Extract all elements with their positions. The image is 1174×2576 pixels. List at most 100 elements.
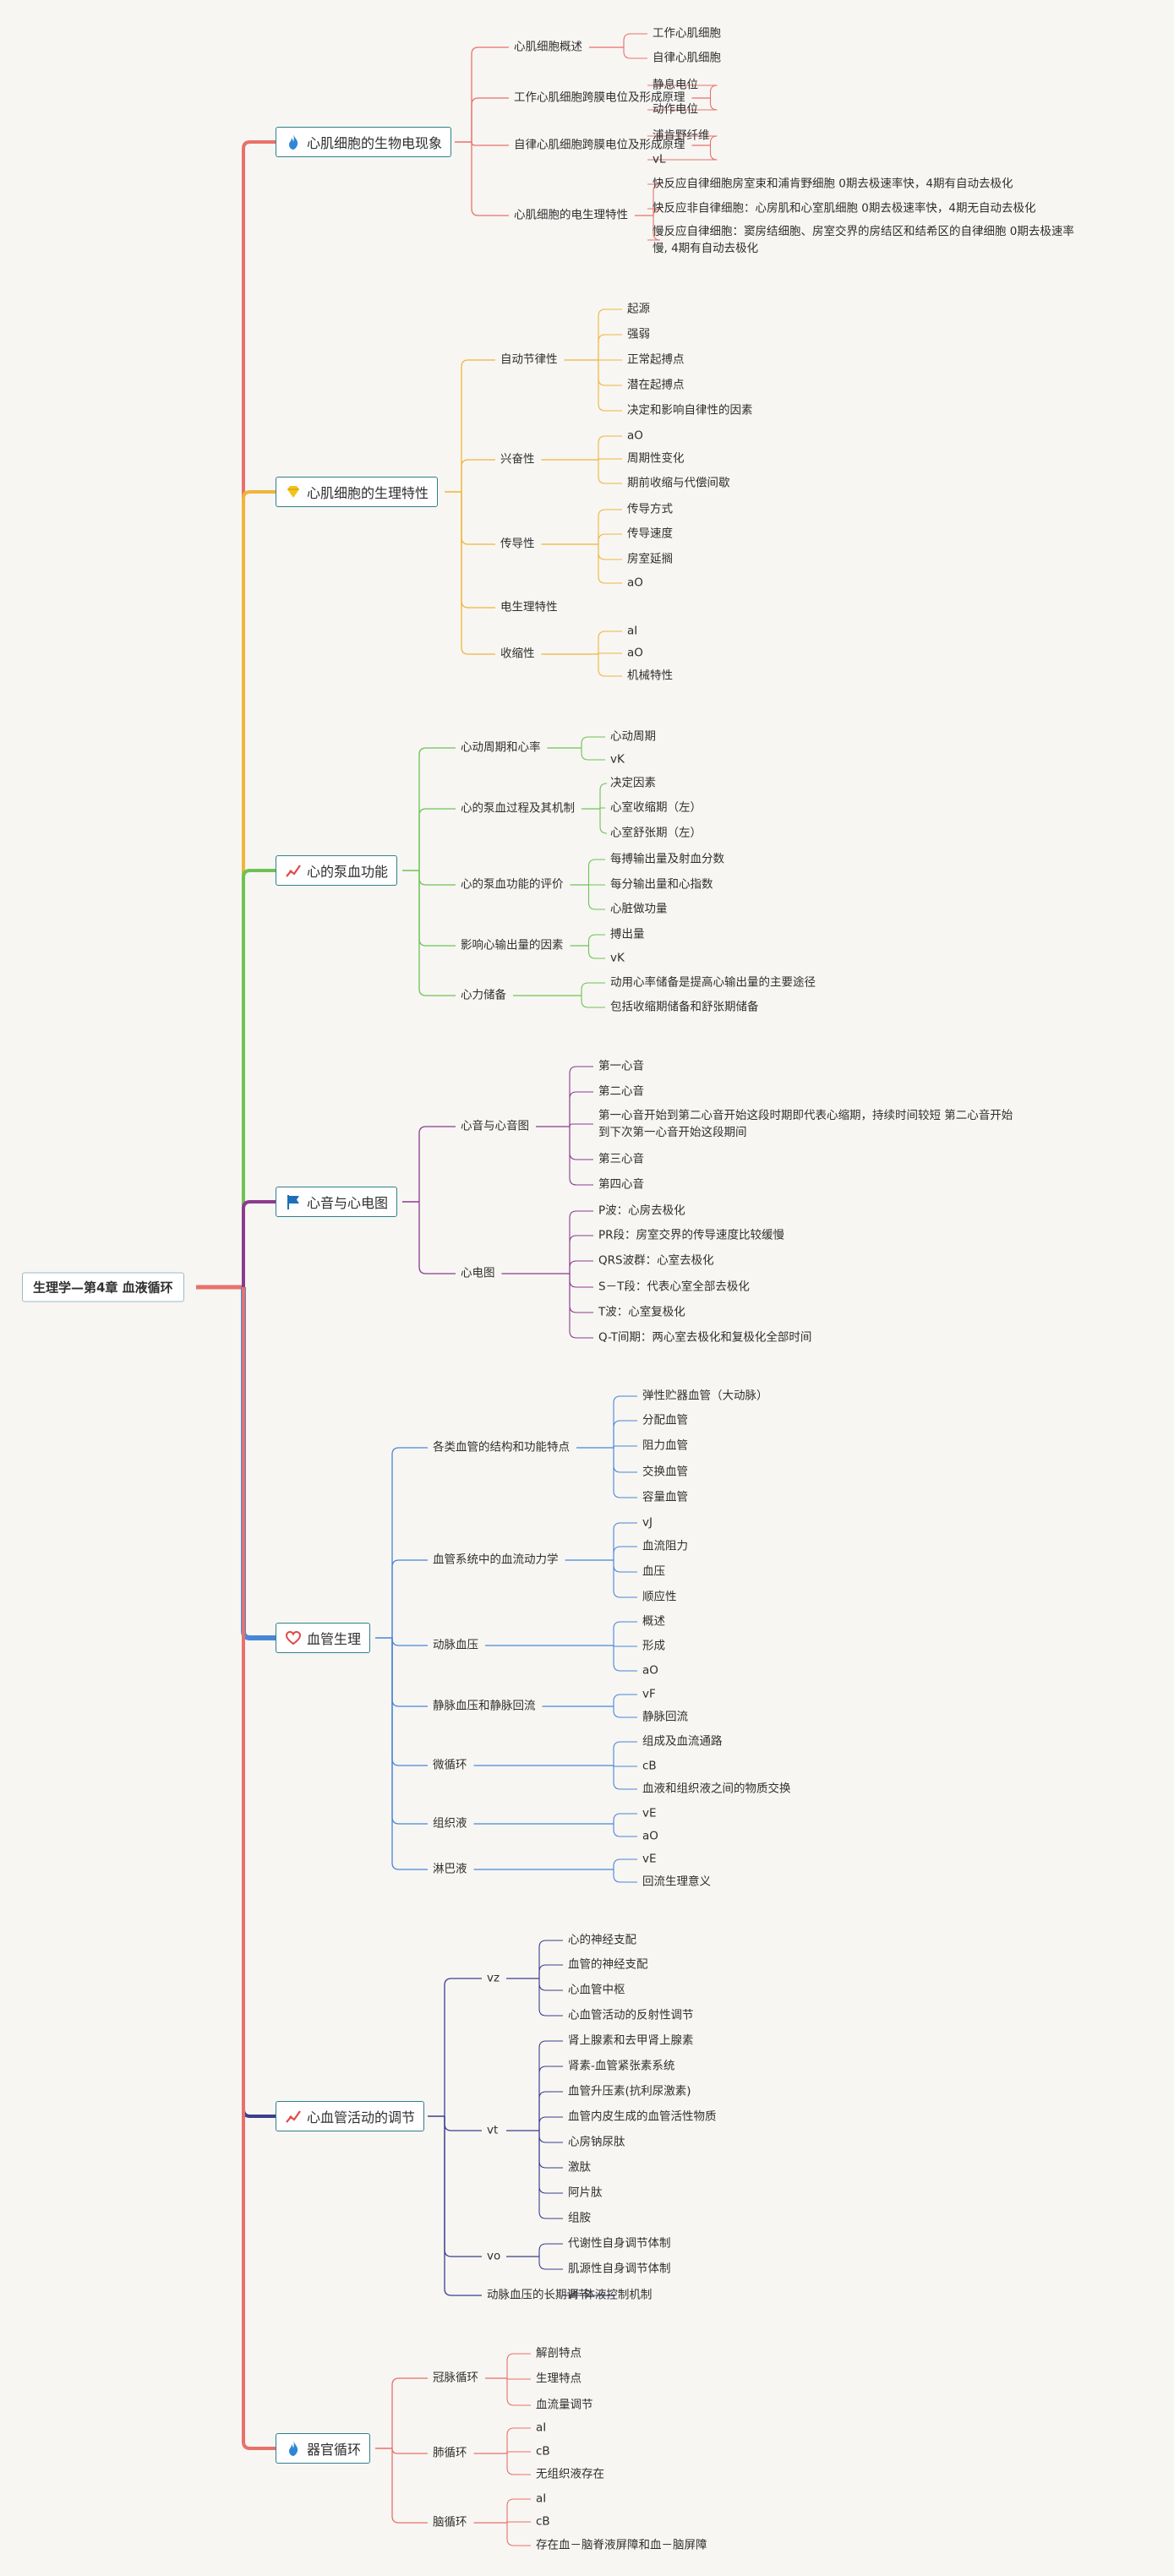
subtopic[interactable]: 各类血管的结构和功能特点 (433, 1440, 570, 1454)
leaf-item[interactable]: aO (627, 428, 643, 443)
subtopic[interactable]: 血管系统中的血流动力学 (433, 1553, 559, 1567)
main-topic-6[interactable]: 心血管活动的调节 (276, 2101, 425, 2131)
leaf-item[interactable]: 顺应性 (642, 1590, 677, 1604)
leaf-item[interactable]: cB (642, 1759, 657, 1773)
leaf-item[interactable]: cB (536, 2514, 550, 2529)
leaf-item[interactable]: 房室延搁 (627, 552, 673, 566)
subtopic[interactable]: 工作心肌细胞跨膜电位及形成原理 (514, 90, 685, 105)
leaf-item[interactable]: 心血管中枢 (568, 1983, 625, 1997)
leaf-item[interactable]: vE (642, 1806, 657, 1820)
leaf-item[interactable]: 心房钠尿肽 (568, 2135, 625, 2149)
root-node[interactable]: 生理学—第4章 血液循环 (22, 1272, 184, 1302)
subtopic[interactable]: 心肌细胞概述 (514, 40, 582, 54)
leaf-item[interactable]: 期前收缩与代偿间歇 (627, 476, 730, 490)
leaf-item[interactable]: 肾上腺素和去甲肾上腺素 (568, 2033, 694, 2048)
leaf-item[interactable]: 心室舒张期（左） (610, 826, 702, 840)
subtopic[interactable]: 心的泵血过程及其机制 (461, 801, 575, 816)
subtopic[interactable]: 传导性 (500, 537, 535, 551)
leaf-item[interactable]: aO (642, 1663, 658, 1678)
main-topic-2[interactable]: 心肌细胞的生理特性 (276, 477, 439, 507)
leaf-item[interactable]: 阿片肽 (568, 2186, 603, 2200)
leaf-item[interactable]: 分配血管 (642, 1413, 688, 1427)
leaf-item[interactable]: 决定因素 (610, 776, 656, 790)
main-topic-7[interactable]: 器官循环 (276, 2433, 371, 2464)
leaf-item[interactable]: 搏出量 (610, 927, 645, 941)
leaf-item[interactable]: 自律心肌细胞 (653, 51, 721, 65)
leaf-item[interactable]: vE (642, 1852, 657, 1866)
leaf-item[interactable]: 容量血管 (642, 1490, 688, 1504)
subtopic[interactable]: 肺循环 (433, 2446, 467, 2460)
leaf-item[interactable]: 血液和组织液之间的物质交换 (642, 1782, 791, 1796)
leaf-item[interactable]: 肌源性自身调节体制 (568, 2262, 671, 2276)
leaf-item[interactable]: 形成 (642, 1639, 665, 1653)
main-topic-3[interactable]: 心的泵血功能 (276, 855, 398, 886)
leaf-item[interactable]: 心动周期 (610, 729, 656, 744)
leaf-item[interactable]: 第一心音开始到第二心音开始这段时期即代表心缩期，持续时间较短 第二心音开始到下次… (598, 1109, 1013, 1139)
subtopic[interactable]: 冠脉循环 (433, 2371, 478, 2385)
leaf-item[interactable]: 包括收缩期储备和舒张期储备 (610, 1000, 759, 1014)
subtopic[interactable]: 静脉血压和静脉回流 (433, 1699, 536, 1713)
leaf-item[interactable]: 血管的神经支配 (568, 1957, 648, 1972)
leaf-item[interactable]: 潜在起搏点 (627, 378, 685, 392)
main-topic-5[interactable]: 血管生理 (276, 1623, 371, 1653)
leaf-item[interactable]: PR段：房室交界的传导速度比较缓慢 (598, 1228, 785, 1242)
leaf-item[interactable]: aO (627, 646, 643, 660)
subtopic[interactable]: 动脉血压 (433, 1638, 478, 1652)
leaf-item[interactable]: 血流量调节 (536, 2398, 593, 2412)
leaf-item[interactable]: 快反应非自律细胞：心房肌和心室肌细胞 0期去极速率快，4期无自动去极化 (653, 201, 1036, 216)
leaf-item[interactable]: 每搏输出量及射血分数 (610, 852, 724, 866)
leaf-item[interactable]: 血管升压素(抗利尿激素) (568, 2084, 691, 2098)
leaf-item[interactable]: 存在血－脑脊液屏障和血－脑屏障 (536, 2538, 707, 2552)
leaf-item[interactable]: aI (536, 2420, 547, 2435)
leaf-item[interactable]: 动用心率储备是提高心输出量的主要途径 (610, 975, 816, 990)
leaf-item[interactable]: cB (536, 2444, 550, 2459)
leaf-item[interactable]: 第三心音 (598, 1152, 644, 1166)
leaf-item[interactable]: 交换血管 (642, 1465, 688, 1479)
leaf-item[interactable]: P波：心房去极化 (598, 1203, 685, 1218)
subtopic[interactable]: 脑循环 (433, 2515, 467, 2530)
leaf-item[interactable]: 激肽 (568, 2160, 591, 2175)
leaf-item[interactable]: 浦肯野纤维 (653, 128, 710, 143)
leaf-item[interactable]: 回流生理意义 (642, 1875, 711, 1889)
subtopic[interactable]: 心音与心音图 (461, 1119, 529, 1133)
subtopic[interactable]: 动脉血压的长期调节 (487, 2288, 590, 2302)
subtopic[interactable]: 自动节律性 (500, 352, 558, 367)
leaf-item[interactable]: 解剖特点 (536, 2346, 582, 2360)
leaf-item[interactable]: 心血管活动的反射性调节 (568, 2008, 694, 2022)
leaf-item[interactable]: aI (536, 2491, 547, 2506)
subtopic[interactable]: 微循环 (433, 1758, 467, 1772)
leaf-item[interactable]: aO (627, 576, 643, 590)
leaf-item[interactable]: 心室收缩期（左） (610, 800, 702, 815)
leaf-item[interactable]: 肾-体液控制机制 (568, 2288, 653, 2302)
leaf-item[interactable]: 无组织液存在 (536, 2467, 604, 2481)
subtopic[interactable]: 心动周期和心率 (461, 740, 541, 755)
leaf-item[interactable]: vJ (642, 1515, 653, 1530)
subtopic[interactable]: 自律心肌细胞跨膜电位及形成原理 (514, 138, 685, 152)
leaf-item[interactable]: 动作电位 (653, 102, 698, 117)
leaf-item[interactable]: QRS波群：心室去极化 (598, 1253, 714, 1268)
leaf-item[interactable]: 正常起搏点 (627, 352, 685, 367)
subtopic[interactable]: vt (487, 2123, 499, 2137)
leaf-item[interactable]: Q-T间期：两心室去极化和复极化全部时间 (598, 1330, 812, 1345)
leaf-item[interactable]: 肾素-血管紧张素系统 (568, 2059, 675, 2073)
leaf-item[interactable]: 血管内皮生成的血管活性物质 (568, 2109, 717, 2124)
subtopic[interactable]: 心肌细胞的电生理特性 (514, 208, 628, 222)
leaf-item[interactable]: vF (642, 1687, 656, 1701)
leaf-item[interactable]: 第一心音 (598, 1059, 644, 1073)
leaf-item[interactable]: 传导速度 (627, 527, 673, 541)
leaf-item[interactable]: 组成及血流通路 (642, 1734, 723, 1749)
leaf-item[interactable]: 强弱 (627, 327, 650, 341)
leaf-item[interactable]: 快反应自律细胞房室束和浦肯野细胞 0期去极速率快，4期有自动去极化 (653, 177, 1013, 191)
leaf-item[interactable]: 第二心音 (598, 1084, 644, 1099)
main-topic-4[interactable]: 心音与心电图 (276, 1187, 398, 1217)
subtopic[interactable]: 收缩性 (500, 647, 535, 661)
leaf-item[interactable]: 心脏做功量 (610, 902, 668, 916)
leaf-item[interactable]: 起源 (627, 302, 650, 316)
leaf-item[interactable]: 生理特点 (536, 2371, 582, 2386)
leaf-item[interactable]: 血压 (642, 1564, 665, 1579)
leaf-item[interactable]: S－T段：代表心室全部去极化 (598, 1280, 750, 1294)
leaf-item[interactable]: 传导方式 (627, 502, 673, 516)
leaf-item[interactable]: 第四心音 (598, 1177, 644, 1192)
leaf-item[interactable]: vK (610, 752, 625, 767)
subtopic[interactable]: 兴奋性 (500, 452, 535, 467)
